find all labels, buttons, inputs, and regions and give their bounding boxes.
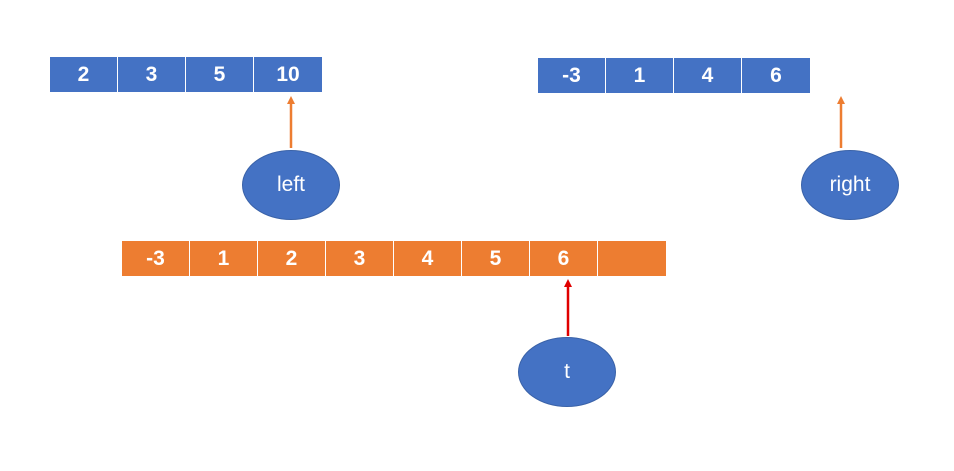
right-array-cell: 4 [674, 58, 742, 93]
temp-array-cell: 6 [530, 241, 598, 276]
right-pointer-label: right [829, 173, 871, 196]
left-array-cell: 2 [50, 57, 118, 92]
left-pointer-node: left [242, 150, 340, 220]
temp-array-cell: 1 [190, 241, 258, 276]
temp-array-cell: 3 [326, 241, 394, 276]
temp-array-cell: 2 [258, 241, 326, 276]
left-array-cell: 3 [118, 57, 186, 92]
temp-array-cell: -3 [122, 241, 190, 276]
temp-array: -3 1 2 3 4 5 6 [122, 241, 666, 276]
right-array-cell: -3 [538, 58, 606, 93]
t-pointer-label: t [564, 360, 570, 383]
temp-array-cell: 4 [394, 241, 462, 276]
left-array-cell: 10 [254, 57, 322, 92]
right-array-cell: 6 [742, 58, 810, 93]
right-array-cell: 1 [606, 58, 674, 93]
right-array: -3 1 4 6 [538, 58, 810, 93]
left-array-cell: 5 [186, 57, 254, 92]
left-pointer-label: left [276, 173, 305, 196]
t-pointer-node: t [518, 337, 616, 407]
left-array: 2 3 5 10 [50, 57, 322, 92]
right-pointer-node: right [801, 150, 899, 220]
temp-array-cell: 5 [462, 241, 530, 276]
temp-array-cell [598, 241, 666, 276]
